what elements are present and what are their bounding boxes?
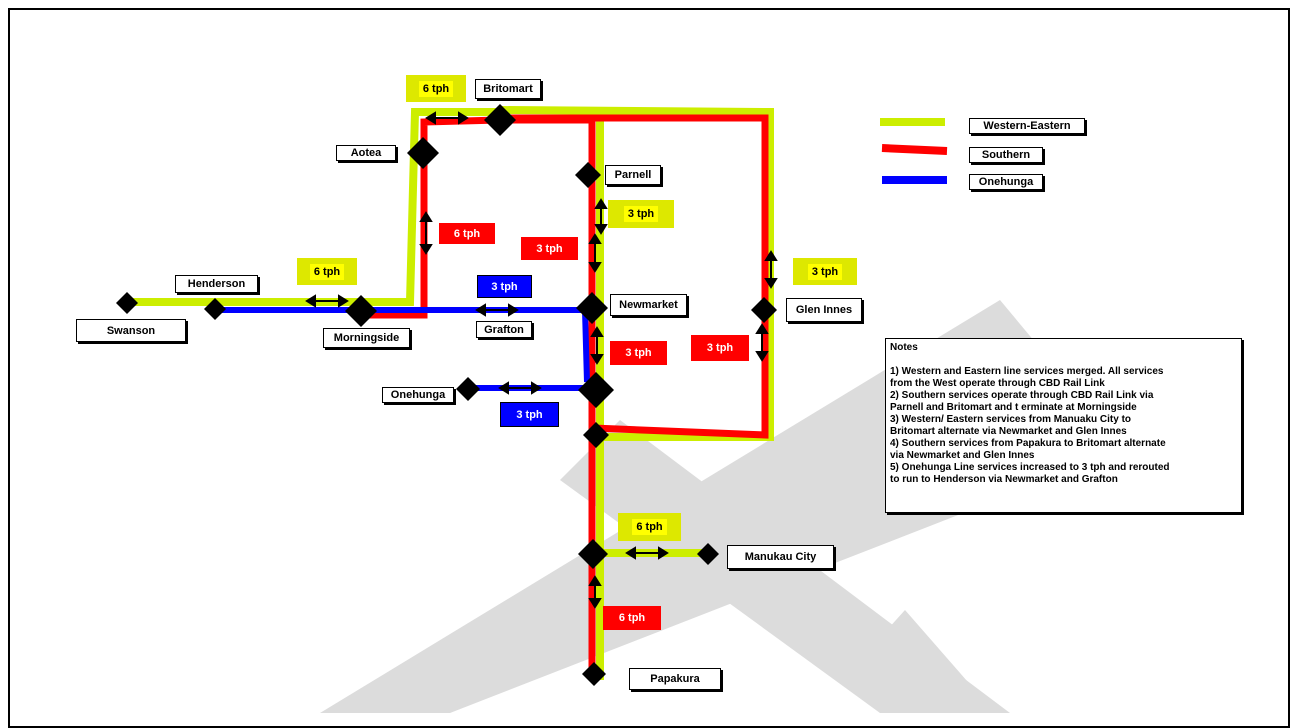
station-label-newmarket: Newmarket: [610, 294, 687, 316]
double-arrow-icon: [594, 198, 608, 235]
notes-line: via Newmarket and Glen Innes: [890, 450, 1035, 461]
freq-badge-glen-innes-western-eastern: 3 tph: [793, 258, 857, 285]
double-arrow-icon: [590, 326, 604, 365]
notes-title: Notes: [890, 342, 918, 353]
notes-box: Notes 1) Western and Eastern line servic…: [885, 338, 1242, 513]
freq-badge-aotea-southern: 6 tph: [439, 223, 495, 244]
freq-badge-parnell-southern: 3 tph: [521, 237, 578, 260]
station-label-glen-innes: Glen Innes: [786, 298, 862, 322]
station-label-parnell: Parnell: [605, 165, 661, 185]
legend-swatch-southern: [881, 144, 948, 155]
double-arrow-icon: [305, 294, 349, 308]
notes-line: Parnell and Britomart and t erminate at …: [890, 402, 1137, 413]
double-arrow-icon: [588, 233, 602, 273]
notes-line: 5) Onehunga Line services increased to 3…: [890, 462, 1170, 473]
station-marker-newmarket: [576, 292, 608, 324]
freq-badge-newmarket-southern: 3 tph: [610, 341, 667, 365]
station-marker-henderson: [204, 298, 226, 320]
freq-badge-papakura-southern: 6 tph: [603, 606, 661, 630]
station-marker-glen-innes: [751, 297, 777, 323]
freq-badge-britomart-western-eastern: 6 tph: [406, 75, 466, 102]
station-marker-britomart: [484, 104, 516, 136]
freq-badge-onehunga-line: 3 tph: [500, 402, 559, 427]
legend-label-onehunga: Onehunga: [969, 174, 1043, 190]
legend-label-southern: Southern: [969, 147, 1043, 163]
station-marker-puhinui: [578, 539, 608, 569]
legend-swatches: [880, 118, 948, 184]
station-label-swanson: Swanson: [76, 319, 186, 342]
notes-line: 2) Southern services operate through CBD…: [890, 390, 1154, 401]
station-marker-swanson: [116, 292, 138, 314]
freq-badge-glen-innes-southern: 3 tph: [691, 335, 749, 361]
double-arrow-icon: [625, 546, 669, 560]
double-arrow-icon: [755, 323, 769, 362]
legend-label-western-eastern: Western-Eastern: [969, 118, 1085, 134]
double-arrow-icon: [425, 111, 469, 125]
station-label-papakura: Papakura: [629, 668, 721, 690]
notes-line: 1) Western and Eastern line services mer…: [890, 366, 1164, 377]
station-label-britomart: Britomart: [475, 79, 541, 99]
freq-badge-grafton-onehunga: 3 tph: [477, 275, 532, 298]
station-markers: [116, 104, 777, 686]
station-label-onehunga: Onehunga: [382, 387, 454, 403]
station-marker-papakura: [582, 662, 606, 686]
station-marker-onehunga: [456, 377, 480, 401]
station-label-morningside: Morningside: [323, 328, 410, 348]
onehunga-line: [215, 307, 595, 391]
double-arrow-icon: [588, 575, 602, 609]
double-arrow-icon: [419, 211, 433, 255]
notes-line: from the West operate through CBD Rail L…: [890, 378, 1105, 389]
direction-arrows: [305, 111, 778, 609]
double-arrow-icon: [498, 381, 542, 395]
double-arrow-icon: [764, 250, 778, 289]
station-marker-penrose: [578, 372, 614, 408]
station-label-grafton: Grafton: [476, 321, 532, 338]
notes-line: 3) Western/ Eastern services from Manuak…: [890, 414, 1132, 425]
station-marker-manukau-city: [697, 543, 719, 565]
station-marker-morningside: [345, 295, 377, 327]
freq-badge-morningside-western-eastern: 6 tph: [297, 258, 357, 285]
notes-line: to run to Henderson via Newmarket and Gr…: [890, 474, 1118, 485]
station-label-aotea: Aotea: [336, 145, 396, 161]
freq-badge-manukau-western-eastern: 6 tph: [618, 513, 681, 541]
station-marker-otahuhu: [583, 422, 609, 448]
notes-line: Britomart alternate via Newmarket and Gl…: [890, 426, 1127, 437]
station-marker-aotea: [407, 137, 439, 169]
station-label-manukau-city: Manukau City: [727, 545, 834, 569]
double-arrow-icon: [475, 303, 519, 317]
station-marker-parnell: [575, 162, 601, 188]
notes-line: 4) Southern services from Papakura to Br…: [890, 438, 1166, 449]
station-label-henderson: Henderson: [175, 275, 258, 293]
freq-badge-parnell-western-eastern: 3 tph: [608, 200, 674, 228]
